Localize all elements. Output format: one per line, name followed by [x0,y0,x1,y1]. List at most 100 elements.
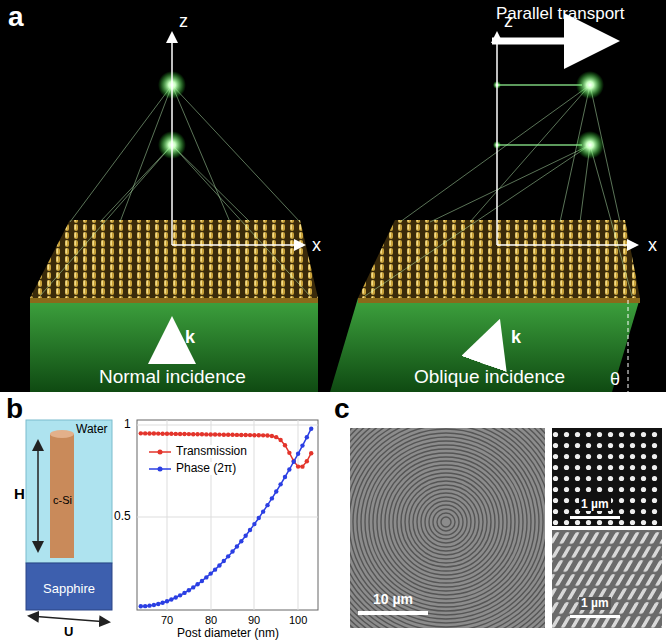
data-point [178,593,182,597]
zone-ring [393,469,499,575]
data-point [195,582,199,586]
scale-label: 1 µm [579,498,611,511]
wavevector-label: k [185,328,195,348]
zone-ring [369,445,523,599]
zone-ring [401,477,491,567]
data-point [222,559,226,563]
dimension-label: U [64,625,73,639]
sem-rings [350,428,545,628]
data-point [296,452,300,456]
zone-ring [433,509,459,535]
data-curve [141,429,311,607]
data-point [261,433,265,437]
zone-ring [385,461,507,583]
data-point [200,432,204,436]
data-point [222,432,226,436]
data-point [191,432,195,436]
zone-ring [350,428,545,628]
data-point [274,489,278,493]
data-point [265,433,269,437]
data-point [174,595,178,599]
data-point [160,601,164,605]
data-point [226,433,230,437]
grid [137,420,318,610]
panel-a-ground [0,0,666,392]
sapphire-block [26,563,112,610]
axis-label: z [179,12,188,32]
zone-ring [437,513,455,531]
zone-ring [350,428,545,628]
curves [139,427,314,609]
data-point [147,431,151,435]
data-point [261,509,265,513]
data-point [143,604,147,608]
focal-spot [576,131,604,159]
data-point [296,464,300,468]
data-point [243,433,247,437]
x-axis [172,244,303,246]
tick-label: 1 [124,418,131,431]
legend-swatch [148,464,172,474]
data-point [195,432,199,436]
medium-label: Water [76,423,108,436]
data-point [287,467,291,471]
height-arrow [37,442,39,550]
data-point [230,549,234,553]
tick-label: 70 [161,614,173,626]
tick-label: 100 [289,614,307,626]
z-axis [496,34,498,245]
zone-ring [350,428,545,623]
incident-beam [30,298,318,392]
data-point [209,571,213,575]
data-point [226,554,230,558]
tick-label: 90 [248,614,260,626]
zone-ring [409,485,483,559]
data-point [292,460,296,464]
data-point [178,432,182,436]
zone-ring [350,428,545,627]
data-point [213,567,217,571]
legend-text: Phase (2π) [176,462,236,475]
scale-bar [570,516,620,519]
data-point [278,438,282,442]
zone-ring [389,465,503,579]
data-point [270,496,274,500]
data-point [156,602,160,606]
zone-ring [350,428,545,628]
scale-label: 1 µm [579,597,611,610]
zone-ring [350,428,545,628]
focal-spot [576,71,604,99]
data-point [160,431,164,435]
data-point [217,432,221,436]
legend-text: Transmission [176,445,247,458]
panel-letter: a [8,2,24,33]
sem-top-view [552,428,662,526]
data-point [191,585,195,589]
data-point [252,433,256,437]
data-point [274,435,278,439]
data-point [169,597,173,601]
data-point [257,433,261,437]
data-point [139,604,143,608]
caption-label: Normal incidence [99,367,246,388]
data-point [174,432,178,436]
data-point [152,603,156,607]
data-point [252,522,256,526]
data-point [213,432,217,436]
legend-swatch [148,447,172,457]
material-label: c-Si [53,494,72,506]
zone-ring [350,428,545,628]
axis-label: x [648,236,657,256]
data-point [204,432,208,436]
data-point [187,588,191,592]
tick-label: 80 [205,614,217,626]
wavevector-label: k [511,328,521,348]
data-point [147,603,151,607]
k-arrow [484,330,496,364]
data-point [248,433,252,437]
zone-ring [381,457,511,587]
data-point [283,475,287,479]
data-point [217,563,221,567]
zone-ring [441,517,451,527]
